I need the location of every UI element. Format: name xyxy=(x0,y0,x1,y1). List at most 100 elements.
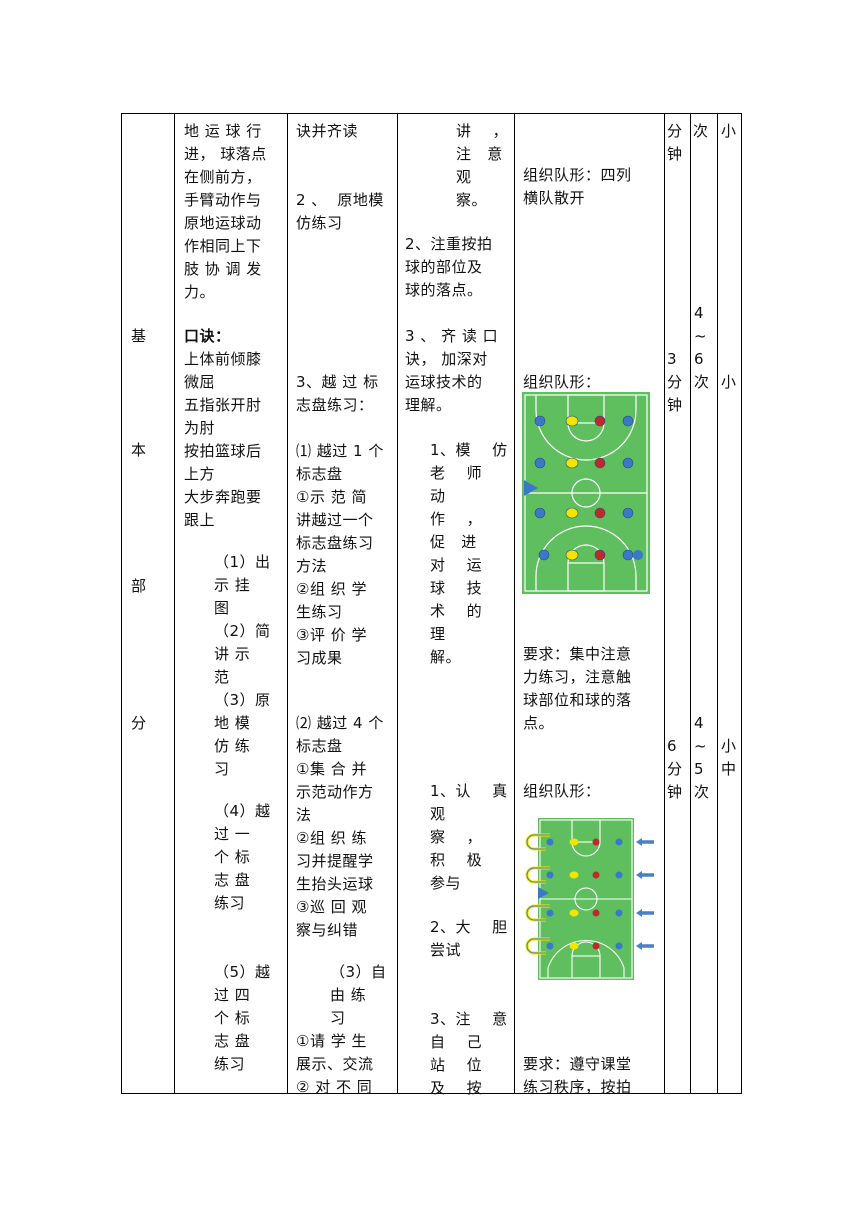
step-line: 范 xyxy=(214,668,230,686)
blue-player-dot xyxy=(622,457,634,469)
step-line: 个 标 xyxy=(214,848,251,866)
player-markers xyxy=(525,833,654,955)
yellow-player-dot xyxy=(565,507,579,519)
teacher-line: 法 xyxy=(296,806,312,824)
blue-player-dot xyxy=(534,507,546,519)
teacher-line: 习 xyxy=(330,1009,346,1027)
u-turn-arrow-outline xyxy=(526,938,550,954)
red-player-dot xyxy=(592,838,600,846)
divider xyxy=(514,114,515,1093)
student-line: 察。 xyxy=(456,191,488,209)
teacher-line: ⑵ 越过 4 个 xyxy=(296,714,384,732)
lesson-plan-table xyxy=(121,113,742,1094)
yellow-player-dot xyxy=(569,909,579,917)
divider xyxy=(664,114,665,1093)
step-line: 示 挂 xyxy=(214,576,251,594)
step-line: 志 盘 xyxy=(214,871,251,889)
divider xyxy=(287,114,288,1093)
teacher-line: ③巡 回 观 xyxy=(296,898,367,916)
teacher-line: 生抬头运球 xyxy=(296,875,374,893)
teacher-line: 标志盘 xyxy=(296,737,343,755)
student-line: 3、注 意 xyxy=(430,1010,508,1028)
teacher-line: 生练习 xyxy=(296,603,343,621)
koujue-line: 大步奔跑要 xyxy=(184,488,262,506)
student-line: 讲 ， xyxy=(456,122,509,140)
divider xyxy=(397,114,398,1093)
content-line: 进， 球落点 xyxy=(184,145,267,163)
org-line: 练习秩序，按拍 xyxy=(523,1078,632,1096)
time-line: 6 xyxy=(667,737,678,755)
teacher-line: ② 对 不 同 xyxy=(296,1078,373,1096)
koujue-line: 按拍篮球后 xyxy=(184,442,262,460)
step-line: （2）简 xyxy=(214,622,271,640)
blue-player-dot xyxy=(546,942,554,950)
time-line: 3 xyxy=(667,350,678,368)
count-line: ~ xyxy=(694,737,708,755)
org-line: 球部位和球的落 xyxy=(523,691,632,709)
teacher-line: 讲越过一个 xyxy=(296,511,374,529)
count-line: 次 xyxy=(693,122,709,140)
student-line: 术 的 xyxy=(430,602,483,620)
intensity-line: 小 xyxy=(721,122,737,140)
student-line: 理解。 xyxy=(405,396,452,414)
section-char: 分 xyxy=(131,714,147,732)
teacher-line: 由 练 xyxy=(330,986,367,1004)
teacher-line: ③评 价 学 xyxy=(296,626,367,644)
org-line: 横队散开 xyxy=(523,189,586,207)
intensity-line: 小 xyxy=(721,737,737,755)
teacher-line: 3、越 过 标 xyxy=(296,373,379,391)
student-line: 3 、 齐 读 口 xyxy=(405,327,499,345)
student-line: 老 师 xyxy=(430,464,483,482)
blue-player-dot xyxy=(546,871,554,879)
student-line: 参与 xyxy=(430,874,462,892)
yellow-player-dot xyxy=(569,942,579,950)
court-diagram-2 xyxy=(525,818,654,980)
step-line: 仿 练 xyxy=(214,737,251,755)
arrow-head-icon xyxy=(636,942,642,950)
blue-player-dot xyxy=(633,550,643,560)
count-line: 次 xyxy=(694,783,710,801)
org-line: 组织队形： xyxy=(523,782,601,800)
teacher-line: ①示 范 简 xyxy=(296,488,367,506)
u-turn-arrow-outline xyxy=(526,867,550,883)
arrow-head-icon xyxy=(636,909,642,917)
student-line: 尝试 xyxy=(430,941,462,959)
koujue-line: 跟上 xyxy=(184,511,216,529)
divider xyxy=(690,114,691,1093)
student-line: 及 按 xyxy=(430,1079,483,1097)
step-line: 过 四 xyxy=(214,986,251,1004)
red-player-dot xyxy=(592,909,600,917)
blue-player-dot xyxy=(622,549,634,561)
teacher-line: 习并提醒学 xyxy=(296,852,374,870)
koujue-line: 上方 xyxy=(184,465,216,483)
teacher-line: ①集 合 并 xyxy=(296,760,367,778)
koujue-title: 口诀： xyxy=(184,327,231,345)
count-line: 次 xyxy=(694,373,710,391)
student-line: 作 ， xyxy=(430,510,483,528)
time-line: 分 xyxy=(667,760,683,778)
teacher-line: ②组 织 练 xyxy=(296,829,367,847)
student-line: 运球技术的 xyxy=(405,373,483,391)
teacher-line: 察与纠错 xyxy=(296,921,359,939)
content-line: 力。 xyxy=(184,283,216,301)
teacher-line: 方法 xyxy=(296,557,328,575)
content-line: 肢 协 调 发 xyxy=(184,260,262,278)
student-line: 球的部位及 xyxy=(405,258,483,276)
teacher-line: 仿练习 xyxy=(296,214,343,232)
teacher-line: 诀并齐读 xyxy=(296,122,359,140)
time-line: 钟 xyxy=(667,783,683,801)
org-line: 要求：遵守课堂 xyxy=(523,1055,632,1073)
red-player-dot xyxy=(594,415,606,427)
red-player-dot xyxy=(592,871,600,879)
org-line: 点。 xyxy=(523,714,555,732)
count-line: 5 xyxy=(694,760,705,778)
student-line: 察 ， xyxy=(430,828,483,846)
count-line: 6 xyxy=(694,350,705,368)
blue-player-dot xyxy=(534,457,546,469)
count-line: 4 xyxy=(694,714,705,732)
student-line: 观 xyxy=(430,805,446,823)
arrow-head-icon xyxy=(636,871,642,879)
blue-player-dot xyxy=(534,415,546,427)
court-diagram-1 xyxy=(522,392,650,594)
